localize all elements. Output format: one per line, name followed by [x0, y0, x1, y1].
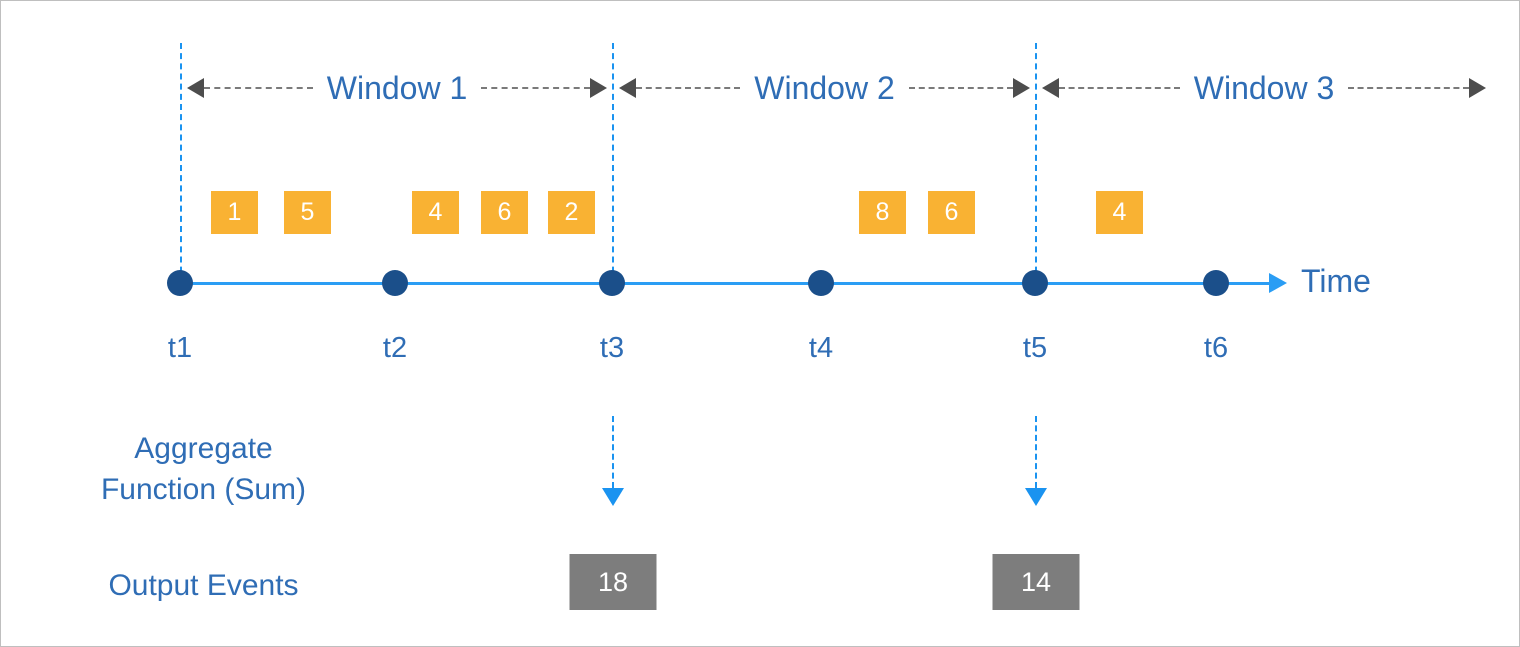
- tick-label-t1: t1: [167, 332, 193, 364]
- span-dash: [636, 87, 741, 89]
- boundary-line-t3: [612, 43, 614, 293]
- event-box: 5: [284, 191, 331, 234]
- arrow-left-icon: [187, 78, 204, 98]
- arrow-right-icon: [1013, 78, 1030, 98]
- tick-label-t6: t6: [1203, 332, 1229, 364]
- timeline-dot-t5: [1022, 270, 1048, 296]
- tick-label-t4: t4: [808, 332, 834, 364]
- tick-label-t2: t2: [382, 332, 408, 364]
- timeline-axis: [169, 282, 1269, 285]
- output-drop-arrow-icon-t3: [602, 488, 624, 506]
- event-box: 2: [548, 191, 595, 234]
- boundary-line-t5: [1035, 43, 1037, 293]
- event-box: 6: [928, 191, 975, 234]
- event-box: 8: [859, 191, 906, 234]
- timeline-arrow-icon: [1269, 273, 1287, 293]
- caption-output-events: Output Events: [108, 569, 299, 602]
- event-box: 4: [412, 191, 459, 234]
- timeline-dot-t3: [599, 270, 625, 296]
- event-box: 4: [1096, 191, 1143, 234]
- output-drop-arrow-icon-t5: [1025, 488, 1047, 506]
- output-event-box: 14: [992, 554, 1080, 610]
- window-span-3: Window 3: [1042, 65, 1486, 111]
- window-label-1: Window 1: [326, 70, 468, 106]
- arrow-left-icon: [619, 78, 636, 98]
- span-dash: [204, 87, 313, 89]
- boundary-line-t1: [180, 43, 182, 293]
- window-label-3: Window 3: [1193, 70, 1335, 106]
- caption-aggregate-function: Aggregate Function (Sum): [100, 432, 307, 506]
- span-dash: [1348, 87, 1469, 89]
- span-dash: [1059, 87, 1180, 89]
- event-box: 6: [481, 191, 528, 234]
- span-dash: [481, 87, 590, 89]
- span-dash: [908, 87, 1013, 89]
- output-drop-line-t5: [1035, 416, 1037, 488]
- output-event-box: 18: [569, 554, 657, 610]
- arrow-left-icon: [1042, 78, 1059, 98]
- window-span-1: Window 1: [187, 65, 607, 111]
- tick-label-t5: t5: [1022, 332, 1048, 364]
- output-drop-line-t3: [612, 416, 614, 488]
- timeline-dot-t1: [167, 270, 193, 296]
- arrow-right-icon: [1469, 78, 1486, 98]
- arrow-right-icon: [590, 78, 607, 98]
- axis-label-time: Time: [1301, 263, 1371, 299]
- timeline-dot-t2: [382, 270, 408, 296]
- tick-label-t3: t3: [599, 332, 625, 364]
- timeline-dot-t4: [808, 270, 834, 296]
- window-span-2: Window 2: [619, 65, 1030, 111]
- event-box: 1: [211, 191, 258, 234]
- timeline-dot-t6: [1203, 270, 1229, 296]
- window-label-2: Window 2: [754, 70, 895, 106]
